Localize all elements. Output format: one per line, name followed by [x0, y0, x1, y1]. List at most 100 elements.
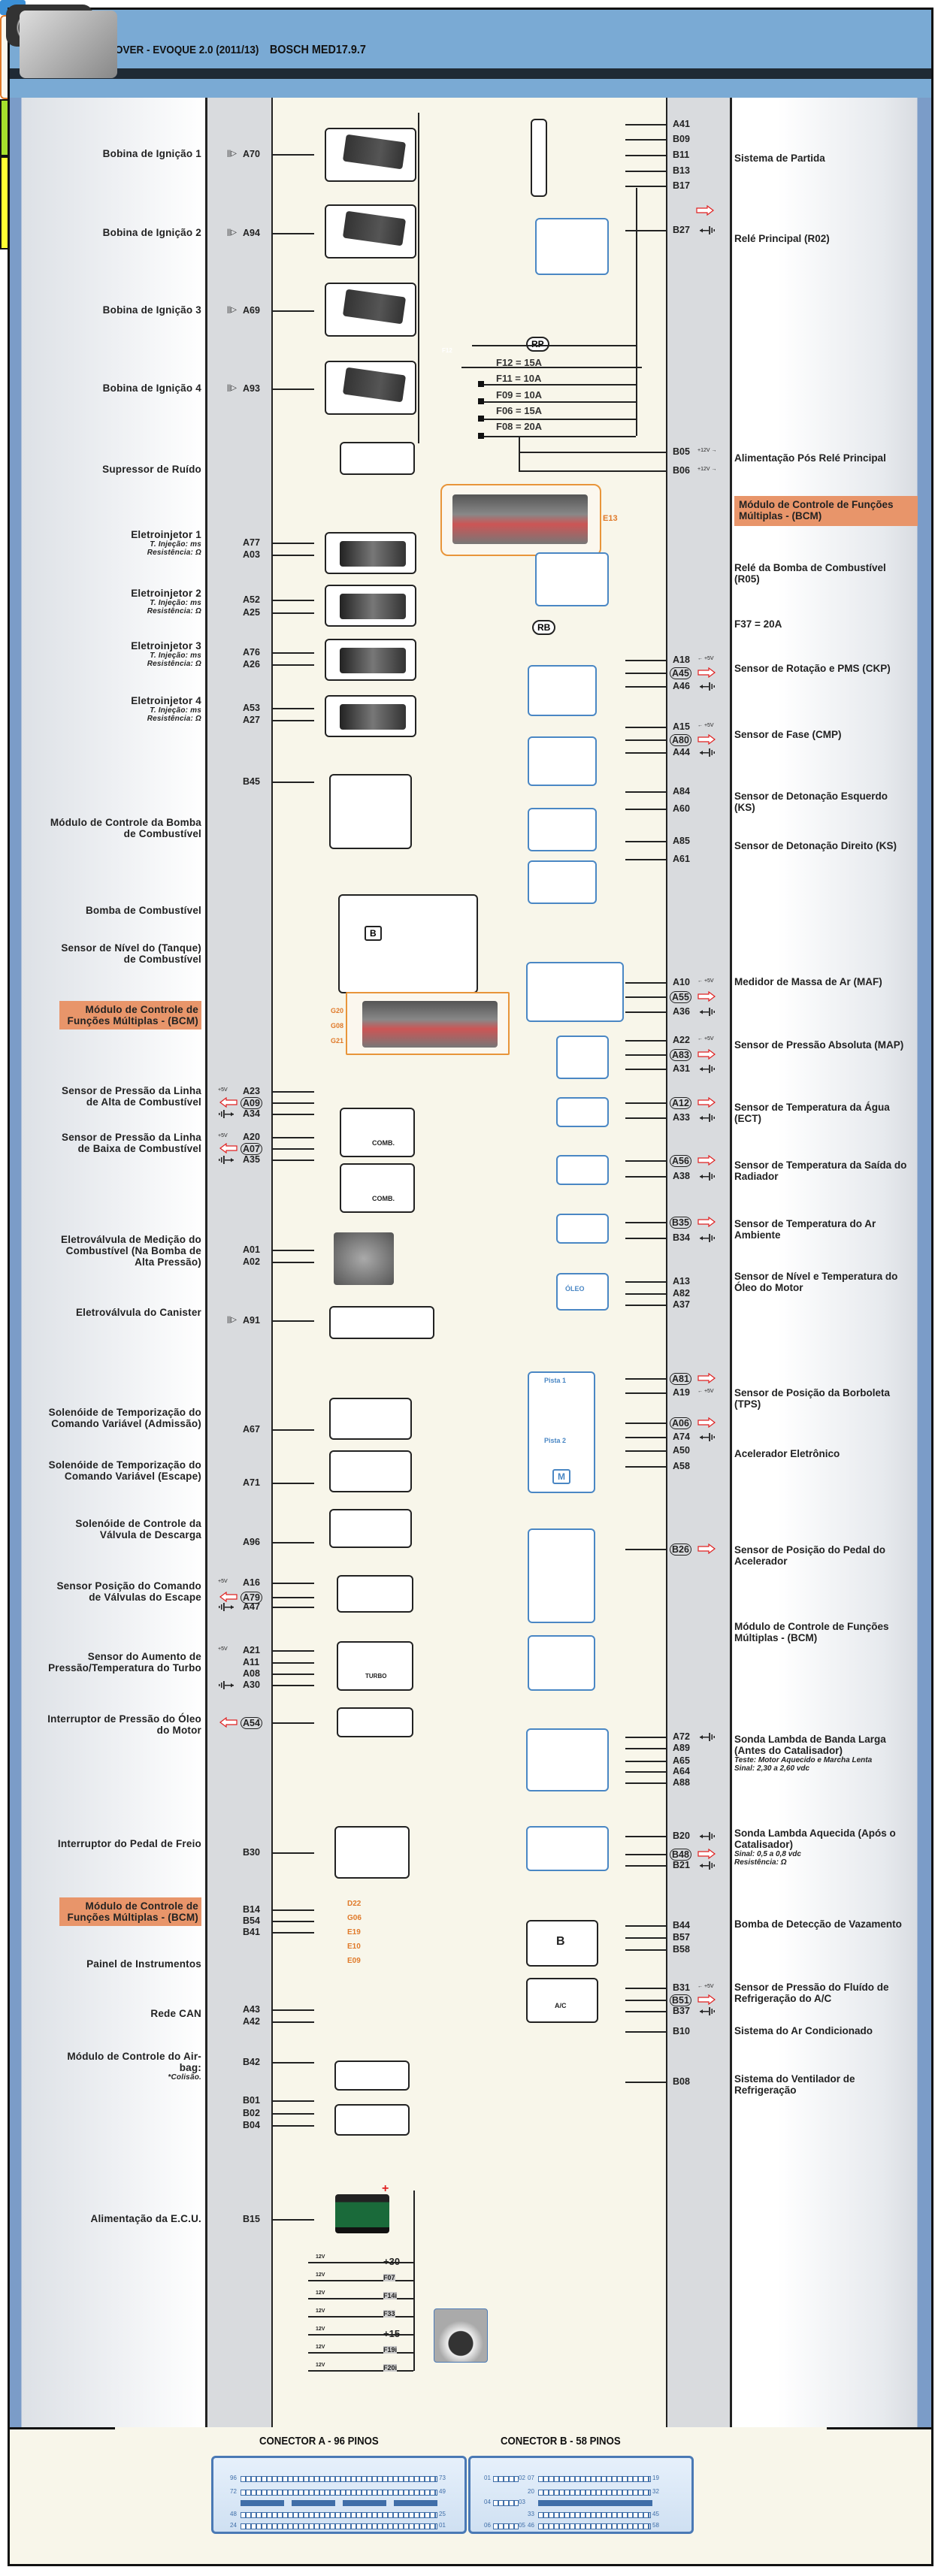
pin-a01[interactable]: A01 — [243, 1244, 260, 1255]
pin-b57[interactable]: B57 — [673, 1932, 690, 1943]
pin-a64[interactable]: A64 — [673, 1766, 690, 1776]
pin-b08[interactable]: B08 — [673, 2076, 690, 2087]
pin-a27[interactable]: A27 — [243, 715, 260, 725]
pin-a52[interactable]: A52 — [243, 594, 260, 605]
pin-a35[interactable]: A35 — [243, 1154, 260, 1165]
pin-b10[interactable]: B10 — [673, 2026, 690, 2036]
pin-a19[interactable]: A19 — [673, 1387, 690, 1398]
pin-a13[interactable]: A13 — [673, 1276, 690, 1286]
pin-a06[interactable]: A06 — [670, 1417, 691, 1429]
pin-a61[interactable]: A61 — [673, 854, 690, 864]
pin-b34[interactable]: B34 — [673, 1232, 690, 1243]
pin-a84[interactable]: A84 — [673, 786, 690, 797]
pin-b31[interactable]: B31 — [673, 1982, 690, 1993]
pin-a96[interactable]: A96 — [243, 1537, 260, 1547]
pin-b35[interactable]: B35 — [670, 1217, 691, 1229]
pin-a88[interactable]: A88 — [673, 1777, 690, 1788]
pin-a23[interactable]: A23 — [243, 1086, 260, 1096]
pin-b20[interactable]: B20 — [673, 1831, 690, 1841]
pin-a65[interactable]: A65 — [673, 1755, 690, 1766]
pin-b58[interactable]: B58 — [673, 1944, 690, 1955]
pin-a12[interactable]: A12 — [670, 1097, 691, 1109]
pin-b37[interactable]: B37 — [673, 2006, 690, 2016]
pin-b27[interactable]: B27 — [673, 225, 690, 235]
pin-a15[interactable]: A15 — [673, 721, 690, 732]
pin-b05[interactable]: B05 — [673, 446, 690, 457]
pin-a80[interactable]: A80 — [670, 734, 691, 746]
pin-a02[interactable]: A02 — [243, 1256, 260, 1267]
pin-a74[interactable]: A74 — [673, 1432, 690, 1442]
pin-a85[interactable]: A85 — [673, 836, 690, 846]
pin-a72[interactable]: A72 — [673, 1731, 690, 1742]
pin-a94[interactable]: A94 — [243, 228, 260, 238]
pin-b21[interactable]: B21 — [673, 1860, 690, 1870]
pin-a54[interactable]: A54 — [241, 1717, 262, 1729]
pin-a69[interactable]: A69 — [243, 305, 260, 316]
pin-a77[interactable]: A77 — [243, 537, 260, 548]
pin-a93[interactable]: A93 — [243, 383, 260, 394]
pin-b06[interactable]: B06 — [673, 465, 690, 476]
pin-b15[interactable]: B15 — [243, 2214, 260, 2224]
pin-a30[interactable]: A30 — [243, 1680, 260, 1690]
pin-a91[interactable]: A91 — [243, 1315, 260, 1326]
pin-a41[interactable]: A41 — [673, 119, 690, 129]
pin-a70[interactable]: A70 — [243, 149, 260, 159]
pin-a36[interactable]: A36 — [673, 1006, 690, 1017]
pin-b14[interactable]: B14 — [243, 1904, 260, 1915]
pin-a03[interactable]: A03 — [243, 549, 260, 560]
pin-a79[interactable]: A79 — [241, 1592, 262, 1604]
pin-b44[interactable]: B44 — [673, 1920, 690, 1930]
pin-a42[interactable]: A42 — [243, 2016, 260, 2027]
pin-a45[interactable]: A45 — [670, 667, 691, 679]
pin-a16[interactable]: A16 — [243, 1577, 260, 1588]
pin-b54[interactable]: B54 — [243, 1915, 260, 1926]
pin-b26[interactable]: B26 — [670, 1543, 691, 1556]
pin-a34[interactable]: A34 — [243, 1108, 260, 1119]
pin-b09[interactable]: B09 — [673, 134, 690, 144]
pin-b17[interactable]: B17 — [673, 180, 690, 191]
pin-b04[interactable]: B04 — [243, 2120, 260, 2130]
pin-a46[interactable]: A46 — [673, 681, 690, 691]
pin-a44[interactable]: A44 — [673, 747, 690, 757]
pin-a10[interactable]: A10 — [673, 977, 690, 987]
pin-a50[interactable]: A50 — [673, 1445, 690, 1456]
pin-b11[interactable]: B11 — [673, 150, 690, 160]
pin-a26[interactable]: A26 — [243, 659, 260, 670]
pin-a25[interactable]: A25 — [243, 607, 260, 618]
pin-b02[interactable]: B02 — [243, 2108, 260, 2118]
pin-a08[interactable]: A08 — [243, 1668, 260, 1679]
pin-b48[interactable]: B48 — [670, 1849, 691, 1861]
pin-a07[interactable]: A07 — [241, 1143, 262, 1155]
pin-a11[interactable]: A11 — [243, 1657, 260, 1667]
pin-a89[interactable]: A89 — [673, 1743, 690, 1753]
pin-a58[interactable]: A58 — [673, 1461, 690, 1471]
pin-a83[interactable]: A83 — [670, 1049, 691, 1061]
pin-a76[interactable]: A76 — [243, 647, 260, 658]
pin-b51[interactable]: B51 — [670, 1994, 691, 2006]
pin-b42[interactable]: B42 — [243, 2057, 260, 2067]
pin-a33[interactable]: A33 — [673, 1112, 690, 1123]
pin-a43[interactable]: A43 — [243, 2004, 260, 2015]
pin-b01[interactable]: B01 — [243, 2095, 260, 2106]
pin-a53[interactable]: A53 — [243, 703, 260, 713]
pin-a71[interactable]: A71 — [243, 1477, 260, 1488]
pin-b41[interactable]: B41 — [243, 1927, 260, 1937]
pin-a60[interactable]: A60 — [673, 803, 690, 814]
pin-a37[interactable]: A37 — [673, 1299, 690, 1310]
pin-a38[interactable]: A38 — [673, 1171, 690, 1181]
pin-a47[interactable]: A47 — [243, 1601, 260, 1612]
pin-a56[interactable]: A56 — [670, 1155, 691, 1167]
pin-a31[interactable]: A31 — [673, 1063, 690, 1074]
pin-a21[interactable]: A21 — [243, 1645, 260, 1655]
pin-a20[interactable]: A20 — [243, 1132, 260, 1142]
pin-a09[interactable]: A09 — [241, 1097, 262, 1109]
pin-a18[interactable]: A18 — [673, 655, 690, 665]
pin-a81[interactable]: A81 — [670, 1373, 691, 1385]
pin-a55[interactable]: A55 — [670, 991, 691, 1003]
pin-a67[interactable]: A67 — [243, 1424, 260, 1435]
pin-b13[interactable]: B13 — [673, 165, 690, 176]
pin-a82[interactable]: A82 — [673, 1288, 690, 1299]
pin-a22[interactable]: A22 — [673, 1035, 690, 1045]
pin-b45[interactable]: B45 — [243, 776, 260, 787]
pin-b30[interactable]: B30 — [243, 1847, 260, 1858]
